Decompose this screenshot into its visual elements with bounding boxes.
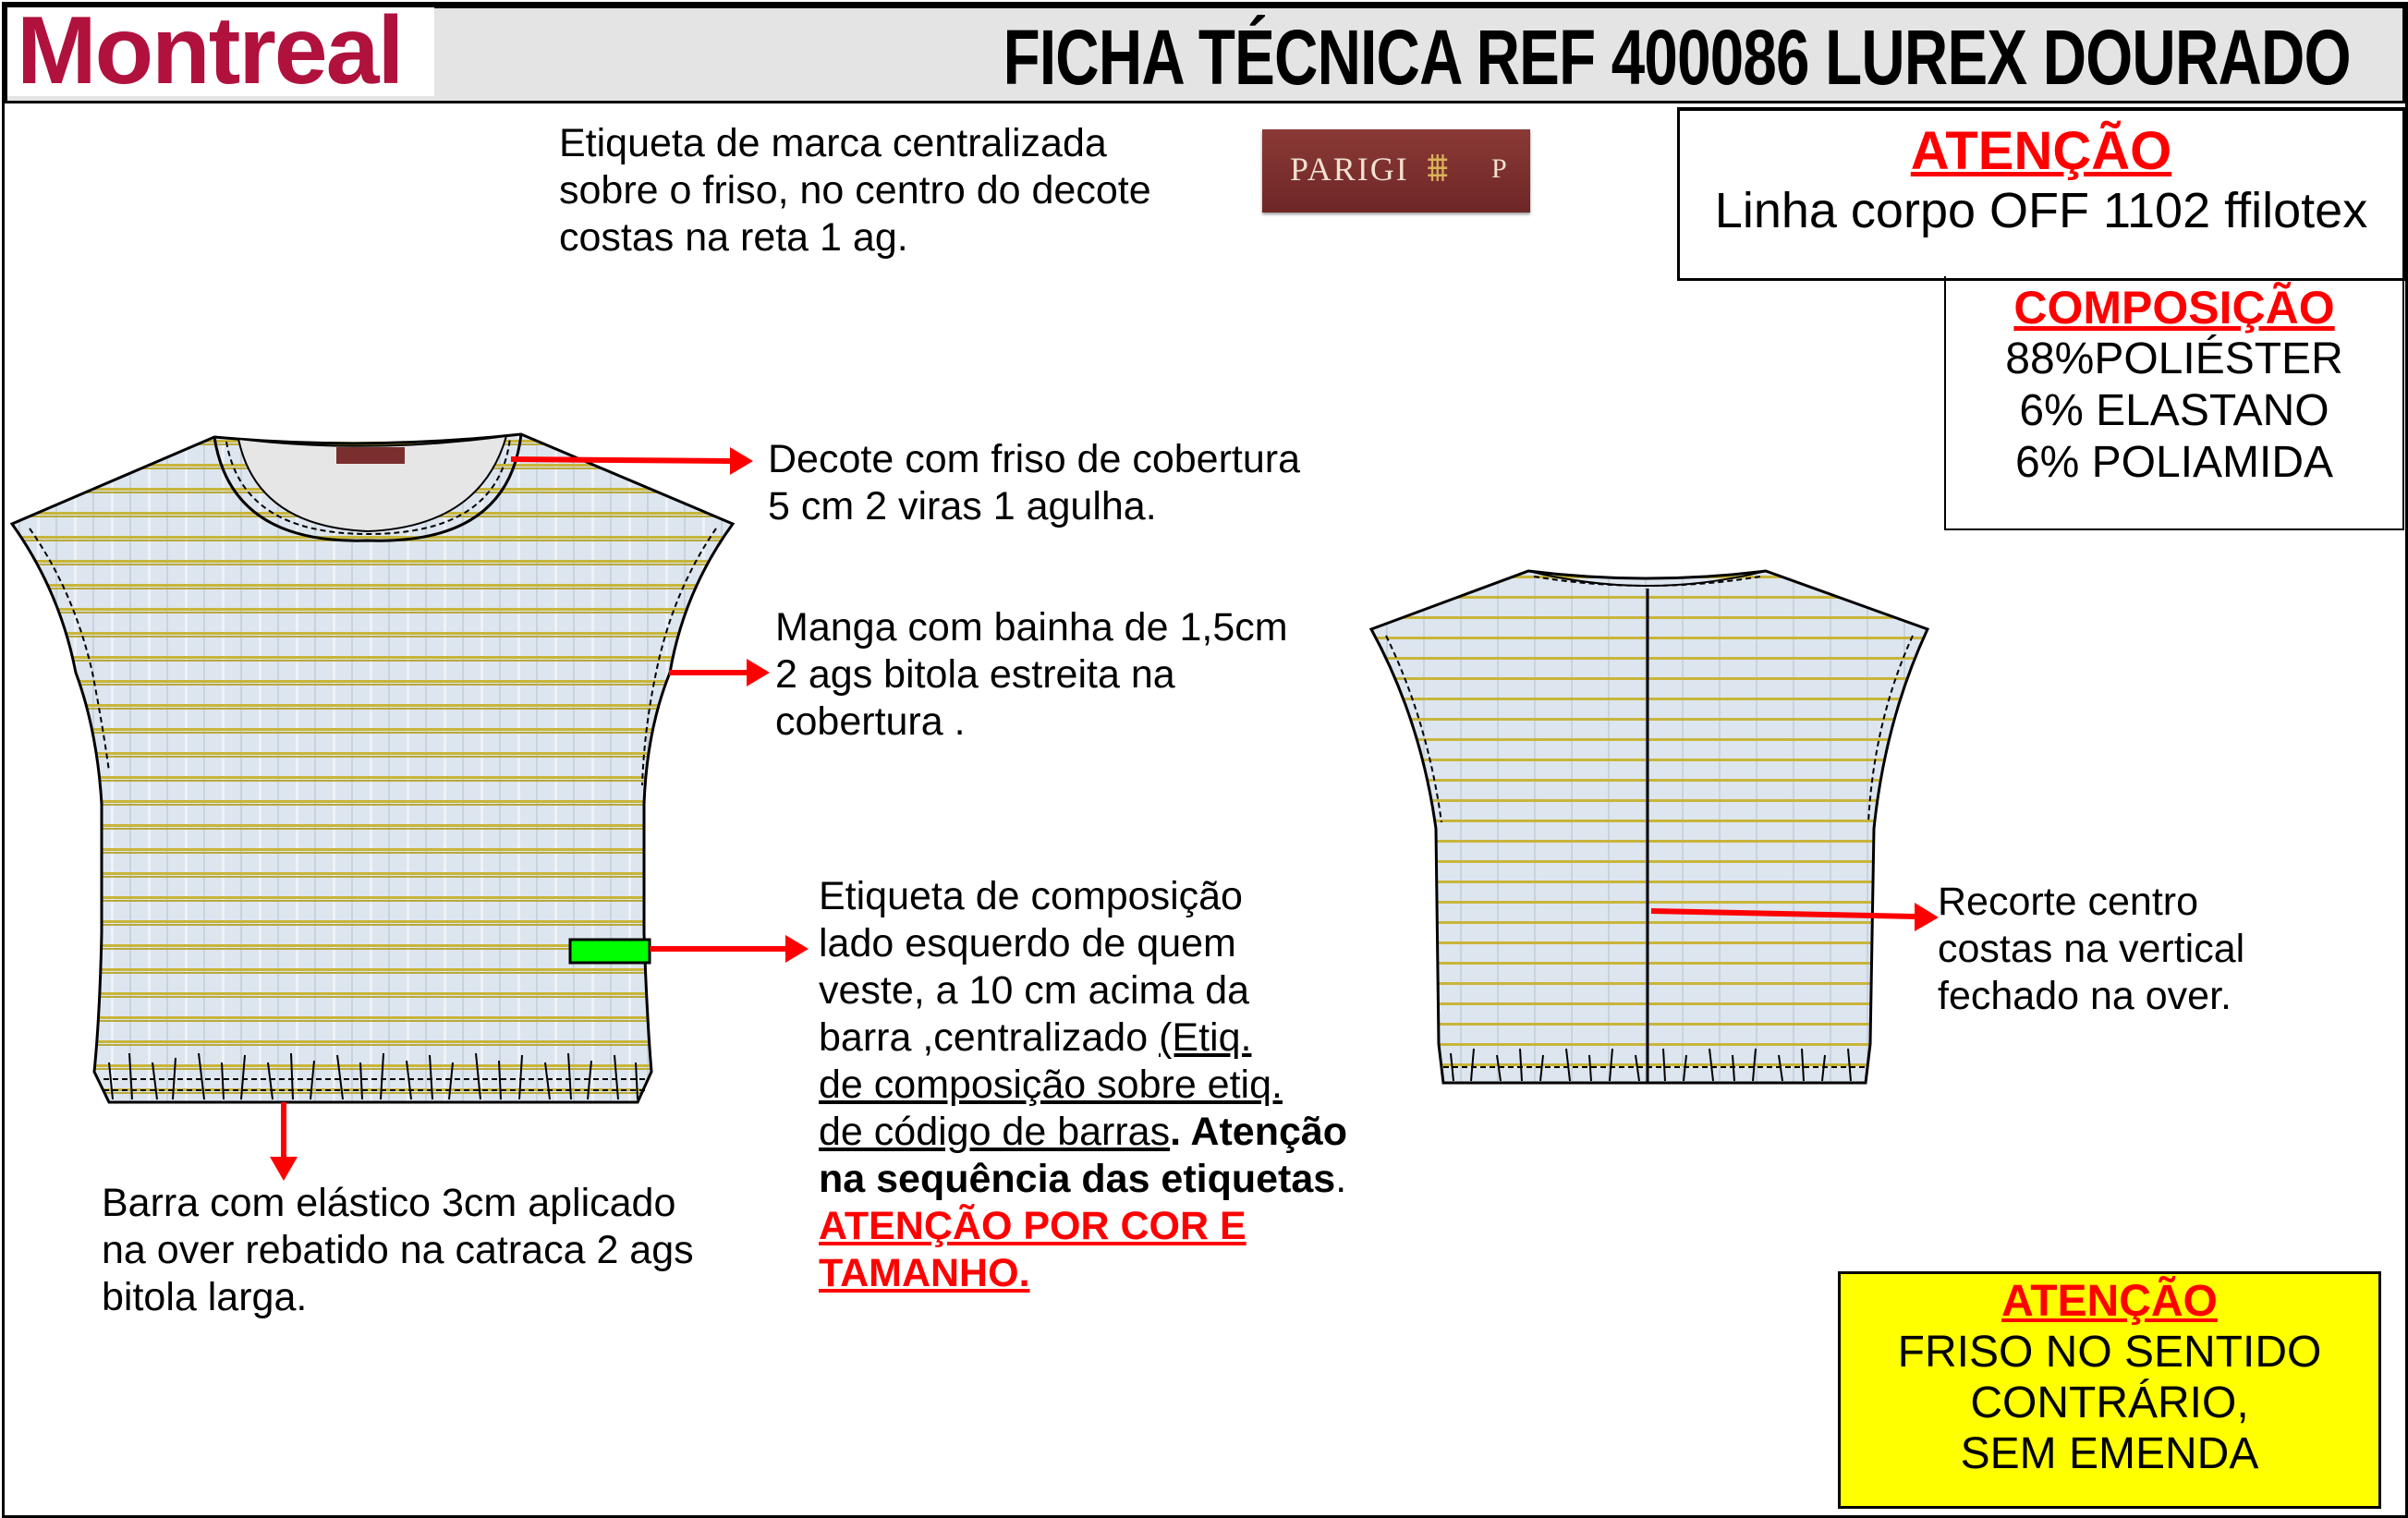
note-line: veste, a 10 cm acima da	[819, 968, 1250, 1013]
brand-label-text: PARIGI	[1290, 151, 1409, 188]
front-neck-rib	[213, 433, 523, 542]
yellow-box-line: FRISO NO SENTIDO	[1897, 1328, 2322, 1377]
sleeve-arrow	[669, 659, 770, 686]
brand-label-size: P	[1491, 153, 1507, 184]
warning-text: .	[1018, 1251, 1030, 1295]
note-line: Etiqueta de composição	[819, 874, 1243, 918]
note-line: 2 ags bitola estreita na	[775, 652, 1175, 697]
attention-box: ATENÇÃO Linha corpo OFF 1102 ffilotex	[1677, 107, 2405, 281]
note-line: na over rebatido na catraca 2 ags	[102, 1228, 694, 1272]
note-line: Barra com elástico 3cm aplicado	[102, 1181, 676, 1225]
note-line: Decote com friso de cobertura	[768, 437, 1300, 481]
comp-label-arrow	[650, 935, 809, 963]
composition-label-note: Etiqueta de composição lado esquerdo de …	[819, 873, 1347, 1297]
hem-note: Barra com elástico 3cm aplicado na over …	[102, 1180, 694, 1321]
back-seam-arrow	[1650, 903, 1939, 931]
note-line: cobertura .	[775, 699, 966, 744]
composition-line: 88%POLIÉSTER	[2005, 334, 2343, 383]
note-text: na sequência das etiquetas	[819, 1157, 1336, 1201]
sleeve-note: Manga com bainha de 1,5cm 2 ags bitola e…	[775, 604, 1288, 746]
attention-text: Linha corpo OFF 1102 ffilotex	[1714, 183, 2368, 238]
brand-label-mini	[336, 447, 405, 464]
note-line: Recorte centro	[1938, 880, 2199, 924]
title-text: FICHA TÉCNICA REF 400086 LUREX DOURADO	[1003, 14, 2352, 101]
warning-line: ATENÇÃO POR COR E	[819, 1204, 1247, 1248]
back-body	[1368, 569, 1930, 1085]
note-line: sobre o friso, no centro do decote	[559, 168, 1151, 213]
neckline-arrow	[510, 447, 753, 475]
front-neck-facing	[237, 434, 508, 533]
friso-attention-box: ATENÇÃO FRISO NO SENTIDO CONTRÁRIO, SEM …	[1838, 1271, 2381, 1509]
note-line: bitola larga.	[102, 1275, 308, 1319]
note-line: lado esquerdo de quem	[819, 921, 1236, 965]
back-seam-note: Recorte centro costas na vertical fechad…	[1938, 879, 2244, 1020]
note-text: barra ,centralizado	[819, 1015, 1160, 1060]
note-text: Atenção	[1190, 1110, 1348, 1154]
montreal-logo: Montreal	[7, 0, 434, 104]
note-line: Manga com bainha de 1,5cm	[775, 605, 1288, 650]
note-text: (Etiq.	[1159, 1015, 1252, 1060]
brand-emblem-icon: ⩩	[1427, 145, 1449, 190]
yellow-box-line: SEM EMENDA	[1960, 1429, 2259, 1478]
front-body	[9, 432, 736, 1104]
warning-text: TAMANHO	[819, 1251, 1019, 1295]
front-garment	[9, 432, 736, 1104]
note-line: de composição sobre etiq.	[819, 1062, 1347, 1109]
note-line: Etiqueta de marca centralizada	[559, 121, 1107, 165]
composition-box: COMPOSIÇÃO 88%POLIÉSTER 6% ELASTANO 6% P…	[1944, 276, 2404, 530]
note-line: de código de barras. Atenção	[819, 1109, 1347, 1156]
note-line: costas na vertical	[1938, 927, 2245, 971]
composition-line: 6% POLIAMIDA	[2014, 438, 2334, 487]
note-line: 5 cm 2 viras 1 agulha.	[768, 484, 1157, 528]
note-line: costas na reta 1 ag.	[559, 215, 908, 260]
yellow-box-heading: ATENÇÃO	[2001, 1277, 2218, 1326]
note-text: .	[1335, 1157, 1347, 1201]
brand-label-image: PARIGI ⩩ P	[1262, 129, 1530, 213]
neckline-note: Decote com friso de cobertura 5 cm 2 vir…	[768, 436, 1300, 530]
note-text: .	[1170, 1110, 1191, 1154]
composition-label-marker	[568, 938, 651, 965]
note-line: fechado na over.	[1938, 974, 2232, 1018]
note-text: de código de barras	[819, 1110, 1171, 1154]
composition-heading: COMPOSIÇÃO	[2013, 282, 2335, 334]
yellow-box-line: CONTRÁRIO,	[1970, 1378, 2249, 1427]
note-line: na sequência das etiquetas.	[819, 1156, 1347, 1203]
hem-arrow	[270, 1102, 298, 1181]
note-line: barra ,centralizado (Etiq.	[819, 1014, 1347, 1062]
brand-label-note: Etiqueta de marca centralizada sobre o f…	[559, 120, 1151, 261]
composition-line: 6% ELASTANO	[2019, 386, 2329, 435]
warning-line: TAMANHO.	[819, 1250, 1347, 1297]
attention-heading: ATENÇÃO	[1910, 121, 2172, 181]
note-text: de composição sobre etiq.	[819, 1063, 1283, 1107]
page-title: FICHA TÉCNICA REF 400086 LUREX DOURADO	[813, 13, 2384, 101]
back-garment	[1368, 569, 1930, 1085]
